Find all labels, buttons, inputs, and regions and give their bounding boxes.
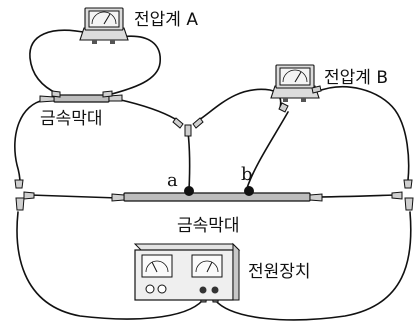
wire-voltmeter-a-right — [107, 35, 161, 96]
voltmeter-b-label: 전압계 B — [324, 68, 388, 88]
power-supply-label: 전원장치 — [248, 262, 311, 282]
wire-junction-to-voltmeter-b — [195, 88, 282, 123]
wire-left-to-power — [16, 211, 204, 320]
voltmeter-b-icon — [270, 64, 320, 102]
wires — [14, 29, 412, 321]
wire-small-rod-left-outer — [14, 99, 46, 184]
large-metal-rod — [123, 186, 311, 202]
point-b-label: b — [241, 164, 253, 185]
wire-center-to-a — [187, 131, 191, 191]
wire-voltmeter-b-to-b — [246, 111, 289, 189]
small-metal-rod — [53, 94, 110, 103]
wire-left-to-big-rod — [29, 194, 119, 199]
point-a-label: a — [167, 170, 178, 191]
point-b-dot — [244, 186, 254, 196]
voltmeter-a-label: 전압계 A — [134, 10, 198, 30]
wire-small-rod-right — [111, 97, 181, 123]
small-rod-label: 금속막대 — [40, 109, 103, 129]
point-a-dot — [184, 186, 194, 196]
wire-voltmeter-a-left — [29, 29, 89, 95]
wire-right-to-big-rod — [311, 194, 396, 198]
alligator-clip-icon — [14, 85, 414, 303]
large-rod-label: 금속막대 — [177, 216, 240, 236]
wire-voltmeter-b-right — [315, 86, 410, 181]
voltmeter-a-icon — [79, 7, 129, 44]
power-supply-icon — [133, 242, 241, 301]
wire-right-to-power — [214, 211, 412, 321]
